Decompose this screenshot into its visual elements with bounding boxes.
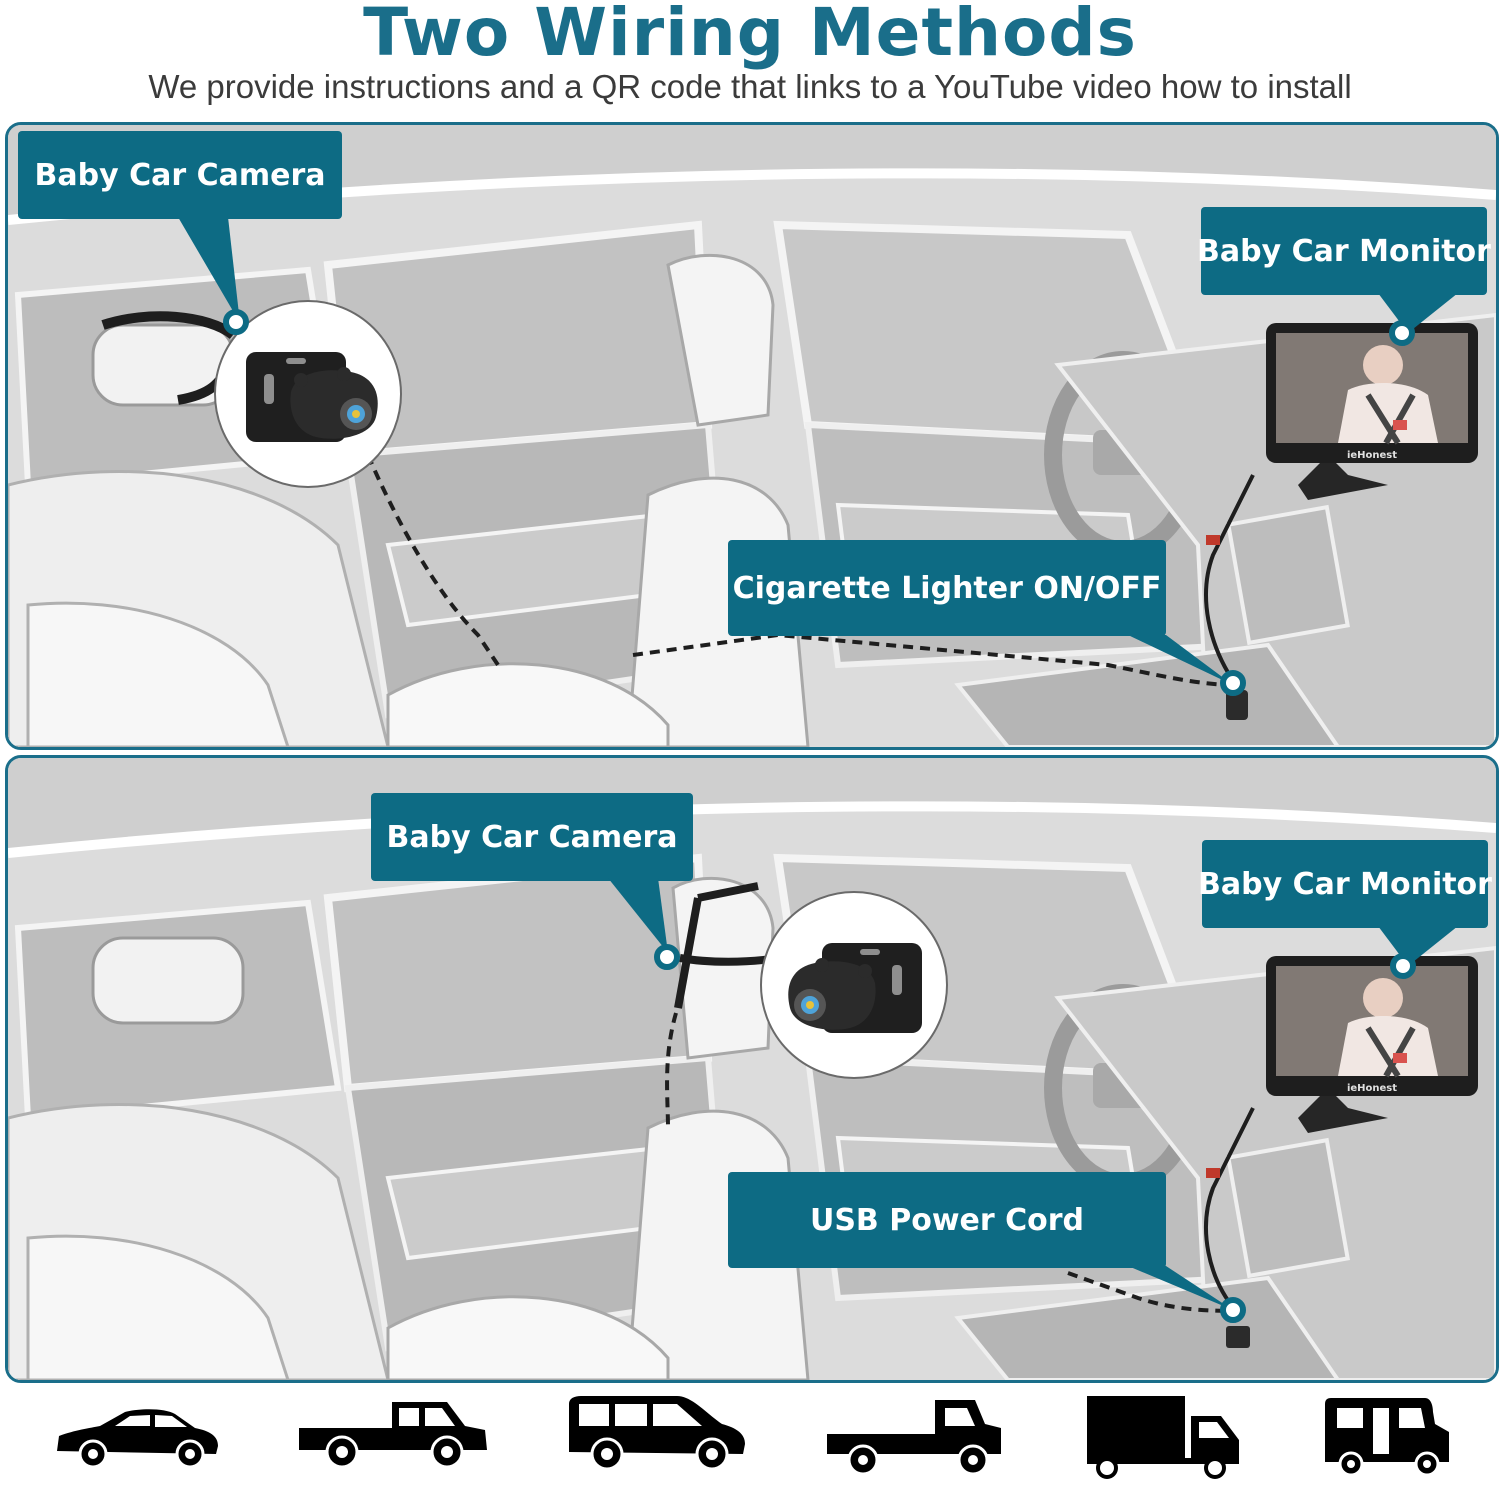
monitor-brand-label: ieHonest (1347, 1083, 1397, 1094)
monitor-callout-pointer (1378, 293, 1458, 333)
power-callout-pointer (1128, 635, 1233, 685)
compatible-vehicles-row (0, 1388, 1500, 1485)
camera-pin-dot (223, 309, 249, 335)
camera-icon (788, 943, 922, 1033)
camera-callout: Baby Car Camera (18, 131, 342, 219)
power-callout: USB Power Cord (728, 1172, 1166, 1268)
page-subtitle: We provide instructions and a QR code th… (148, 68, 1352, 105)
rv-camper-icon (1325, 1398, 1449, 1477)
monitor-pin-dot (1390, 953, 1416, 979)
pickup-truck-icon (299, 1402, 487, 1469)
power-callout-pointer (1128, 1266, 1233, 1310)
monitor-callout: Baby Car Monitor (1198, 840, 1492, 928)
page-title: Two Wiring Methods (363, 0, 1137, 71)
wiring-panel-usb-power: ieHonest Baby Car Camera Baby Car Monito… (5, 755, 1499, 1383)
minivan-icon (569, 1396, 745, 1471)
camera-callout-pointer (178, 217, 240, 323)
camera-zoom-circle (214, 300, 402, 488)
monitor-pin-dot (1389, 320, 1415, 346)
camera-pin-dot (654, 944, 680, 970)
camera-callout-pointer (608, 878, 668, 953)
camera-zoom-circle (760, 891, 948, 1079)
box-truck-icon (1087, 1396, 1239, 1479)
power-pin-dot (1220, 1297, 1246, 1323)
camera-callout: Baby Car Camera (371, 793, 693, 881)
monitor-brand-label: ieHonest (1347, 450, 1397, 461)
power-pin-dot (1220, 670, 1246, 696)
sedan-icon (57, 1409, 218, 1468)
monitor-callout: Baby Car Monitor (1197, 207, 1491, 295)
monitor-callout-pointer (1378, 926, 1458, 966)
camera-icon (246, 352, 378, 442)
power-callout: Cigarette Lighter ON/OFF (728, 540, 1166, 636)
flatbed-truck-icon (827, 1400, 1001, 1476)
wiring-panel-cigarette-lighter: ieHonest Baby Car Camera Baby Car Monito… (5, 122, 1499, 750)
